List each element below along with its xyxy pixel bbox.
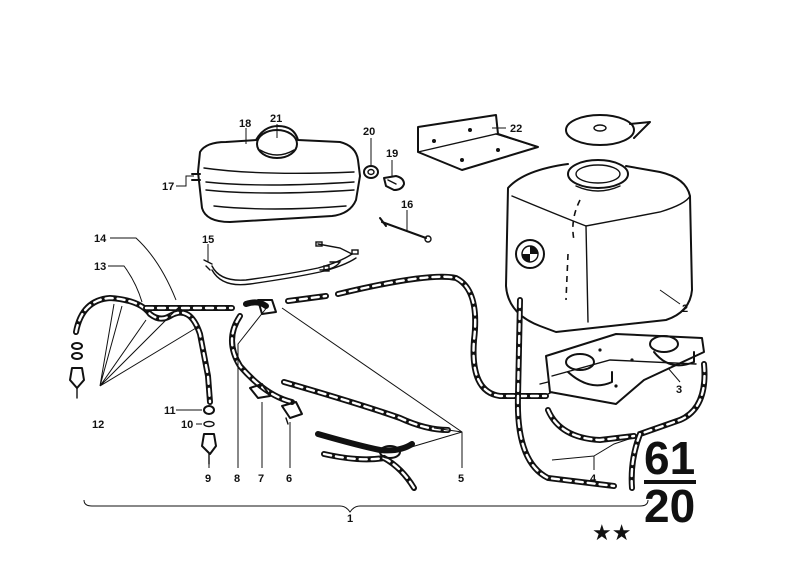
callout-11: 11 (164, 405, 176, 417)
nozzle-fastener-stack (201, 405, 217, 465)
callout-13: 13 (94, 261, 106, 273)
hose-fittings (249, 383, 303, 425)
callout-15: 15 (202, 234, 214, 246)
callout-12: 12 (92, 419, 104, 431)
stars-mark: ★★ (592, 521, 631, 546)
small-reservoir-tank (191, 125, 361, 223)
group-badge: 61 20 ★★ (592, 432, 696, 546)
mounting-bracket (417, 114, 539, 171)
tank-cap (565, 114, 651, 146)
main-washer-tank (505, 159, 693, 333)
group-number: 61 (644, 432, 695, 484)
callout-14: 14 (94, 233, 107, 245)
callout-labels: 1 2 3 4 5 6 7 8 9 10 11 12 13 14 15 16 1… (92, 113, 688, 525)
callout-5: 5 (458, 473, 464, 485)
washer-hoses (229, 273, 708, 491)
callout-2: 2 (682, 303, 688, 315)
callout-20: 20 (363, 126, 375, 138)
wiring-harness (203, 241, 359, 286)
callout-6: 6 (286, 473, 292, 485)
callout-1: 1 (347, 513, 353, 525)
subgroup-number: 20 (644, 480, 695, 532)
mounting-clip (383, 175, 405, 191)
grommet (363, 165, 379, 179)
callout-22: 22 (510, 123, 522, 135)
callout-4: 4 (590, 473, 597, 485)
callout-7: 7 (258, 473, 264, 485)
callout-21: 21 (270, 113, 282, 125)
nozzle-hoses (73, 294, 277, 405)
strap-bolt (379, 217, 432, 243)
pump-bracket (539, 333, 705, 405)
callout-3: 3 (676, 384, 682, 396)
callout-8: 8 (234, 473, 240, 485)
leader-lines (83, 124, 681, 513)
callout-16: 16 (401, 199, 413, 211)
callout-9: 9 (205, 473, 211, 485)
callout-18: 18 (239, 118, 251, 130)
callout-10: 10 (181, 419, 193, 431)
callout-19: 19 (386, 148, 398, 160)
washer-nozzle (69, 342, 85, 399)
group-divider (644, 480, 696, 484)
callout-17: 17 (162, 181, 174, 193)
